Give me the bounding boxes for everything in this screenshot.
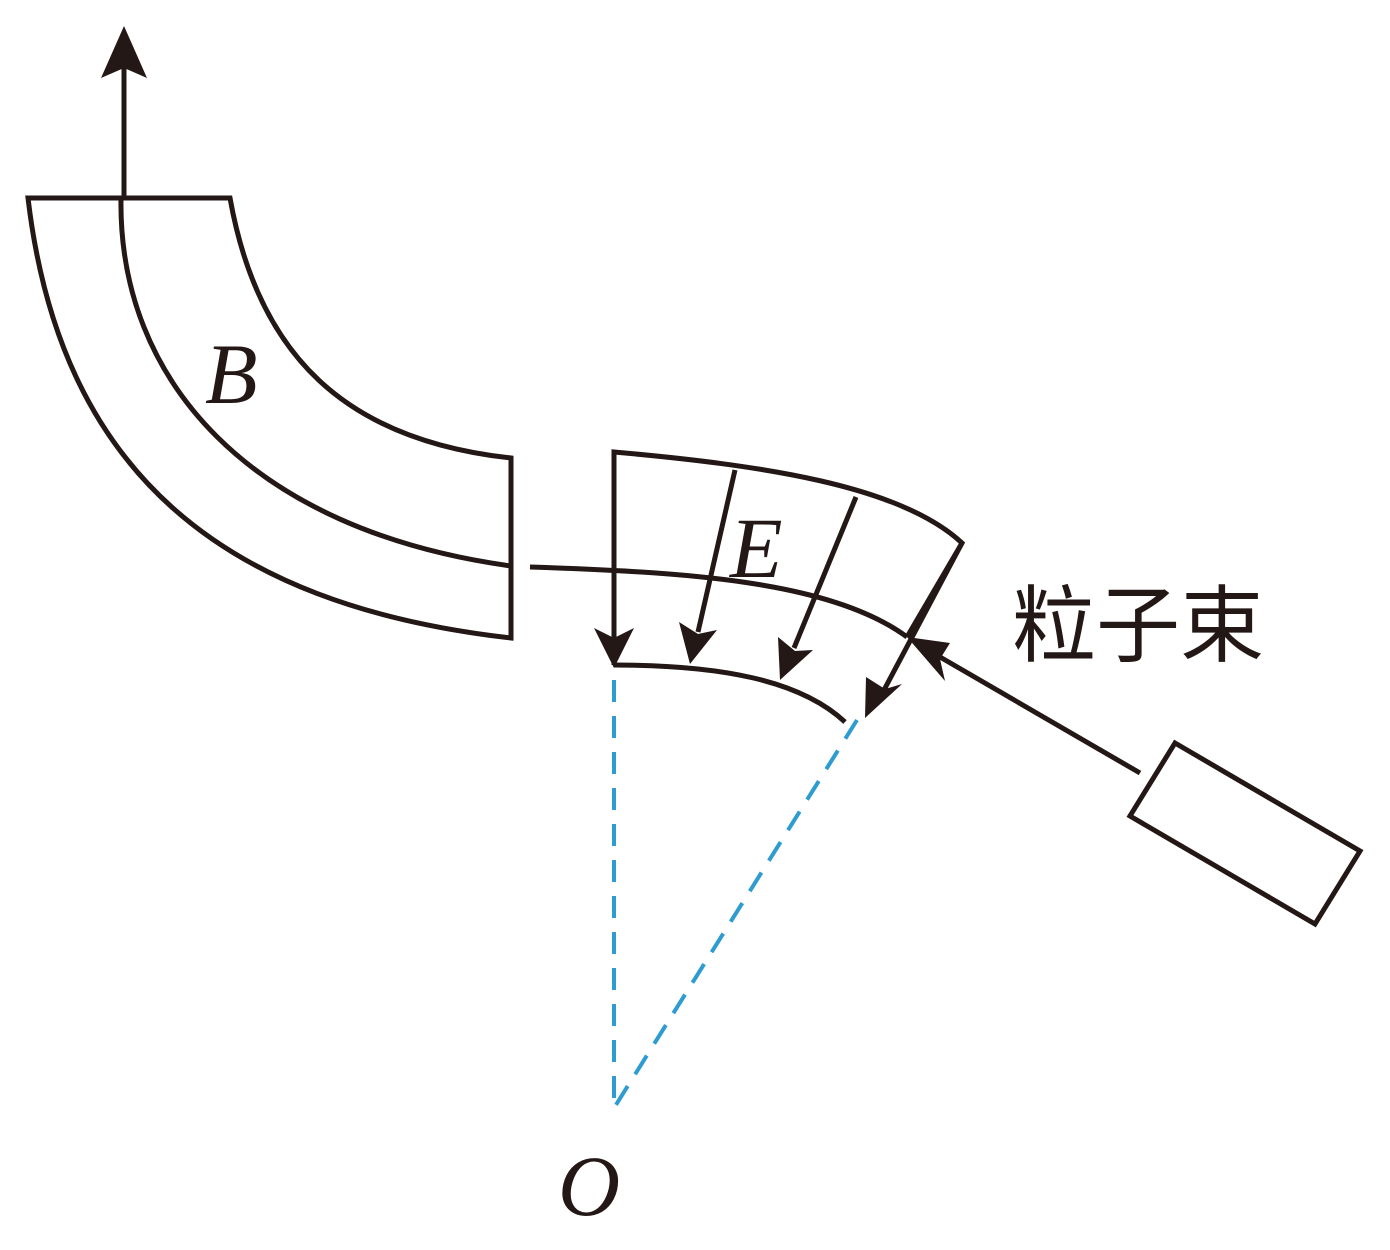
- radius-line-right: [612, 718, 859, 1110]
- particle-source: [907, 637, 1364, 928]
- electric-region-inner-arc: [613, 662, 847, 724]
- exit-arrow-head: [101, 26, 147, 78]
- exit-arrow: [101, 26, 147, 198]
- magnetic-field-region: [25, 195, 514, 641]
- field-line-3-head: [778, 637, 813, 680]
- label-o: O: [558, 1138, 620, 1234]
- electric-field-region: [529, 449, 966, 724]
- electric-region-particle-path: [529, 564, 909, 640]
- radius-lines: [612, 680, 859, 1110]
- field-line-4: [881, 541, 965, 692]
- label-e: E: [728, 500, 783, 596]
- incoming-beam-line: [938, 654, 1142, 776]
- particle-source-box: [1126, 739, 1364, 928]
- field-line-4-head: [865, 677, 902, 718]
- magnetic-region-outline: [25, 195, 514, 641]
- field-line-1-head: [594, 628, 634, 668]
- label-b: B: [205, 326, 258, 422]
- field-line-2-head: [679, 622, 717, 664]
- field-line-3: [791, 496, 859, 649]
- magnetic-region-particle-path: [118, 197, 512, 569]
- label-particle-beam: 粒子束: [1012, 577, 1264, 675]
- electric-region-outline: [611, 449, 966, 665]
- incoming-beam-arrow-head: [907, 637, 950, 681]
- field-line-2: [695, 469, 738, 633]
